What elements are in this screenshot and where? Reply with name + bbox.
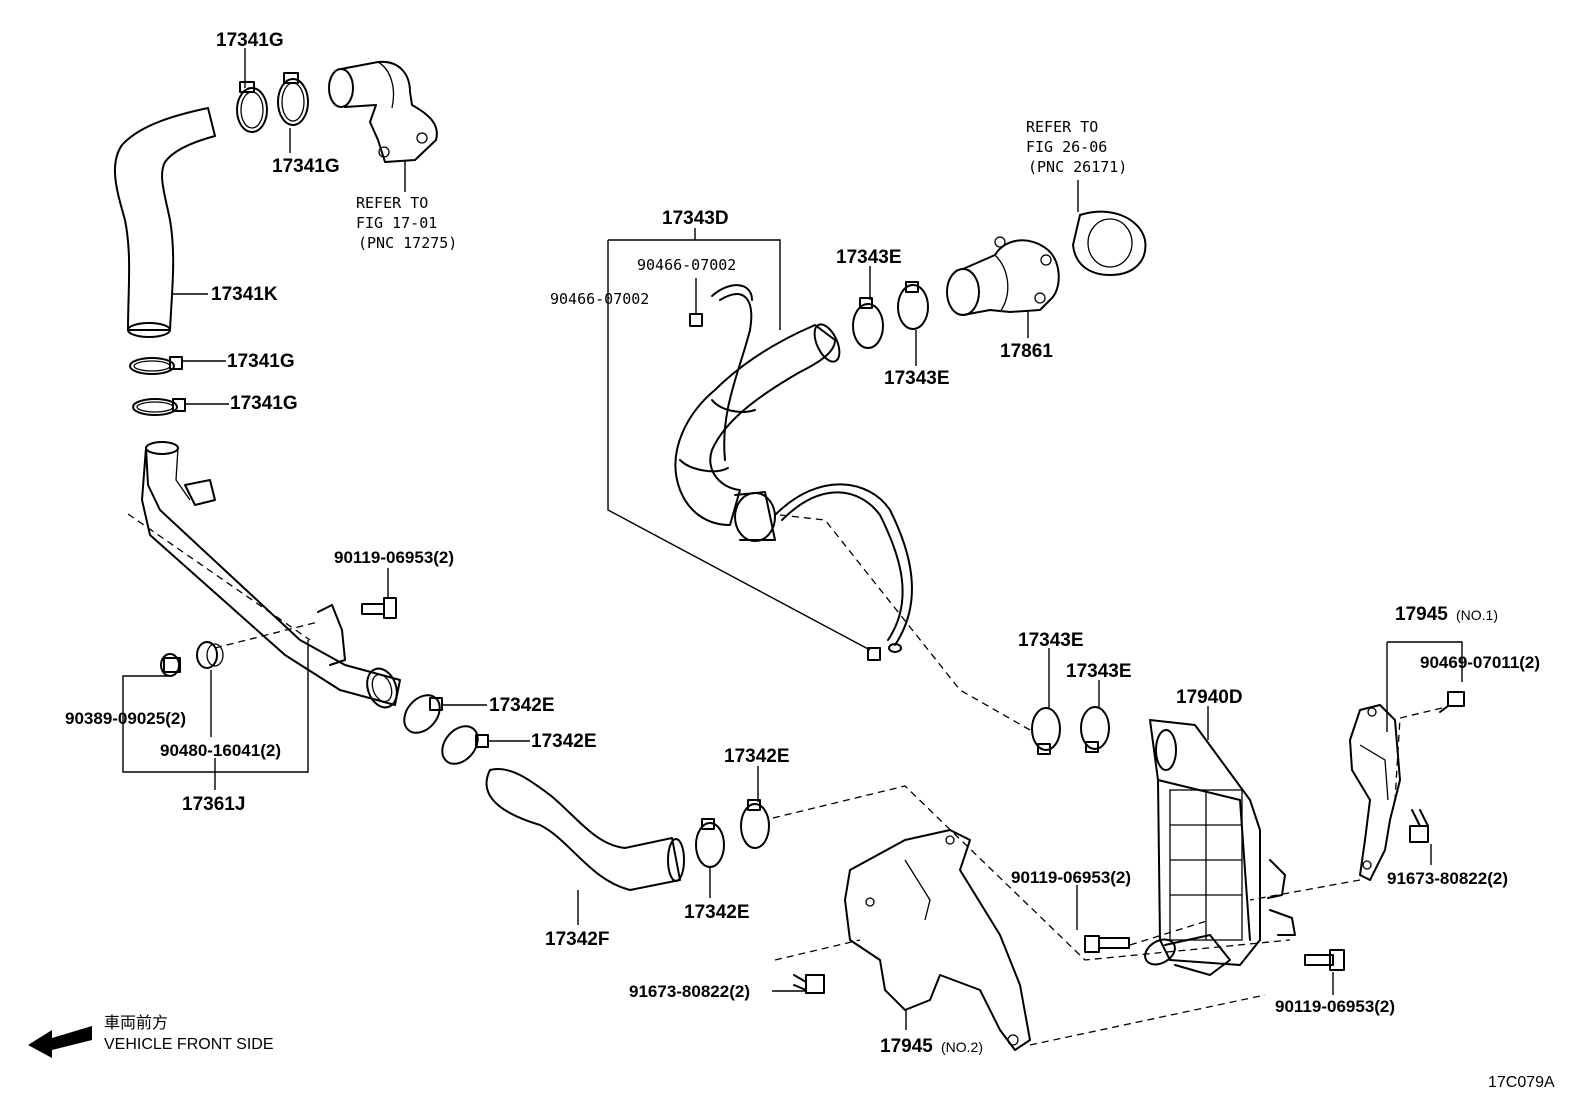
label-90119-06953-b: 90119-06953(2) [1011,868,1131,887]
hose-clip-90466-b[interactable] [867,647,881,661]
label-90480-16041: 90480-16041(2) [160,741,281,760]
bracket-17945-no2[interactable] [844,829,1031,1051]
refer-pnc-text-b: (PNC 26171) [1028,158,1127,176]
grommet-90480[interactable] [196,641,224,669]
label-90389-09025: 90389-09025(2) [65,709,186,728]
label-17342e-1: 17342E [489,695,555,716]
refer-fig-text-b: FIG 26-06 [1026,138,1107,156]
label-90469-07011: 90469-07011(2) [1420,653,1540,672]
bolt-90119-c[interactable] [1304,949,1345,971]
bolt-91673-b[interactable] [793,974,825,994]
label-17945-no2-suffix: (NO.2) [941,1039,983,1055]
hose-clamp-17342e-b[interactable] [435,719,489,770]
upper-radiator-hose-17341k[interactable] [113,107,216,338]
label-17342e-3: 17342E [724,746,790,767]
water-hose-17343d-assembly[interactable] [674,284,913,653]
label-17861: 17861 [1000,341,1053,362]
hose-clip-90466-a[interactable] [689,278,703,327]
refer-fig-text-a: FIG 17-01 [356,214,437,232]
label-17341g-3: 17341G [227,351,295,372]
refer-pnc-text-a: (PNC 17275) [358,234,457,252]
bolt-90119-b[interactable] [1084,935,1130,953]
hose-clamp-17343e-c[interactable] [1031,707,1061,755]
hose-clamp-17343e-b[interactable] [897,281,929,330]
clip-90469[interactable] [1439,691,1465,713]
label-91673-80822-b: 91673-80822(2) [629,982,750,1001]
figure-code: 17C079A [1488,1074,1555,1091]
hose-clamp-17343e-a[interactable] [852,297,884,349]
bolt-90389[interactable] [160,653,181,677]
hose-clamp-17342e-a[interactable] [397,688,447,739]
bracket-17945-no1[interactable] [1349,704,1401,881]
hose-clamp-17341g-top-b[interactable] [277,72,309,126]
label-90466-07002-a: 90466-07002 [637,256,736,274]
water-outlet-housing [328,60,438,163]
label-91673-80822-a: 91673-80822(2) [1387,869,1508,888]
label-17343e-1: 17343E [836,247,902,268]
hose-clamp-17341g-top-a[interactable] [236,81,268,133]
label-17343e-3: 17343E [1018,630,1084,651]
label-17361j: 17361J [182,794,245,815]
label-90119-06953-c: 90119-06953(2) [1275,997,1395,1016]
label-90466-07002-b: 90466-07002 [550,290,649,308]
bolt-90119-a[interactable] [361,597,397,619]
refer-to-text-b: REFER TO [1026,118,1098,136]
label-90119-06953-a: 90119-06953(2) [334,548,454,567]
label-17343e-2: 17343E [884,368,950,389]
hose-clamp-17342e-d[interactable] [740,799,770,849]
label-17945-no2: 17945 [880,1036,933,1057]
vehicle-front-label-en: VEHICLE FRONT SIDE [104,1036,274,1053]
hose-clamp-17342e-c[interactable] [695,818,725,868]
label-17343d: 17343D [662,208,729,229]
label-17341g-4: 17341G [230,393,298,414]
label-17342e-4: 17342E [684,902,750,923]
label-17343e-4: 17343E [1066,661,1132,682]
water-bypass-pipe-17361j[interactable] [141,441,402,712]
hose-clamp-17341g-mid-b[interactable] [132,398,186,416]
refer-to-text-a: REFER TO [356,194,428,212]
label-17341g-2: 17341G [272,156,340,177]
water-inlet-17861[interactable] [946,236,1060,316]
vehicle-front-arrow-icon [28,1026,92,1058]
label-17342f: 17342F [545,929,609,950]
bolt-91673-a[interactable] [1409,809,1429,843]
vehicle-front-label-jp: 車両前方 [104,1014,168,1032]
label-17342e-2: 17342E [531,731,597,752]
label-17940d: 17940D [1176,687,1243,708]
gasket-reference [1072,210,1147,276]
label-17341k: 17341K [211,284,278,305]
label-17945-no1: 17945 [1395,604,1448,625]
hose-clamp-17341g-mid-a[interactable] [129,356,183,375]
intercooler-hose-17342f[interactable] [485,768,685,891]
hose-clamp-17343e-d[interactable] [1080,706,1110,753]
intercooler-17940d[interactable] [1141,719,1296,976]
label-17945-no1-suffix: (NO.1) [1456,607,1498,623]
label-17341g-1: 17341G [216,30,284,51]
